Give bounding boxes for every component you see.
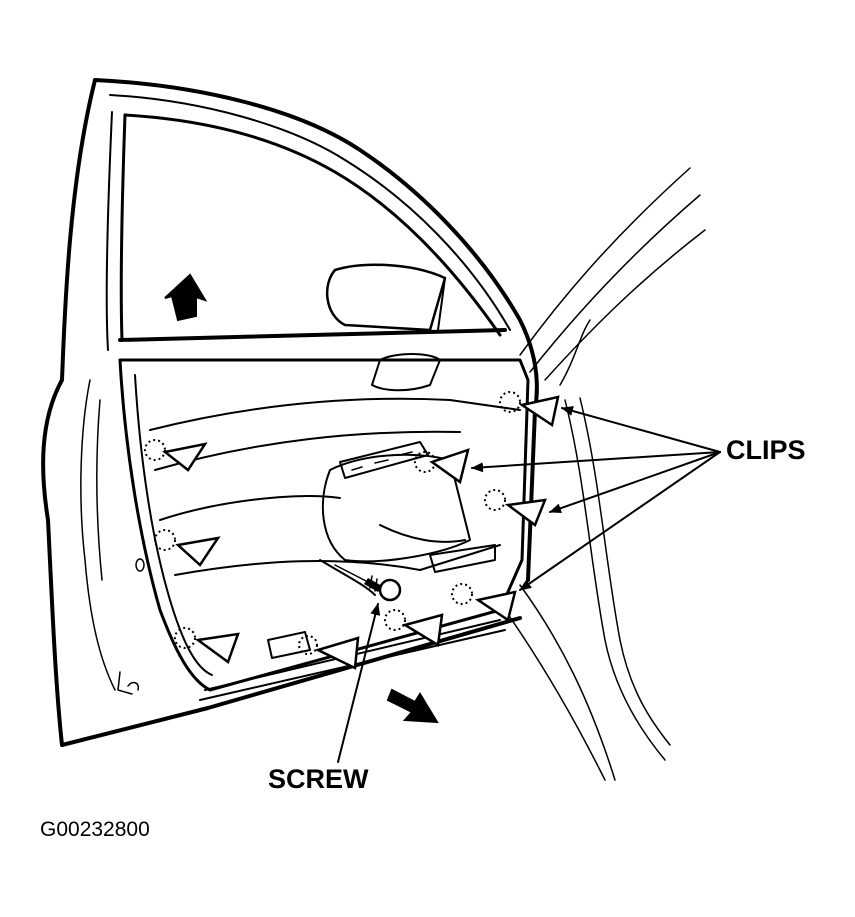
pointer-triangle-3 (194, 632, 240, 664)
pointer-triangle-7 (429, 448, 470, 485)
pointer-triangle-4 (314, 636, 360, 670)
pointer-triangle-8 (504, 498, 547, 527)
clip-location-1 (144, 439, 166, 461)
pointer-triangle-1 (162, 442, 208, 472)
figure-id: G00232800 (40, 818, 150, 841)
hinge-side-details (80, 379, 145, 695)
clips-label: CLIPS (726, 435, 806, 465)
screw-icon (334, 564, 402, 602)
pointer-triangle-9 (518, 395, 560, 428)
clip-location-4 (298, 635, 318, 655)
pointer-triangle-6 (474, 590, 517, 623)
pointer-triangle-2 (175, 536, 221, 567)
upward-arrow-icon (164, 273, 208, 322)
clip-location-3 (174, 627, 196, 649)
clip-location-8 (484, 489, 506, 511)
clip-location-9 (499, 391, 521, 413)
body-opening-lines (504, 167, 706, 781)
pointer-triangle-5 (401, 613, 444, 648)
clip-locations (144, 391, 521, 655)
clip-location-5 (384, 609, 406, 631)
clips-leader-arrows (471, 406, 721, 591)
clip-location-2 (154, 529, 176, 551)
door-outline (41, 78, 539, 747)
screw-leader-arrow (337, 603, 381, 763)
down-right-arrow-icon (386, 688, 439, 724)
clip-pointers (162, 395, 560, 670)
side-mirror (325, 263, 447, 332)
clip-location-6 (451, 583, 473, 605)
screw-label: SCREW (268, 764, 369, 794)
